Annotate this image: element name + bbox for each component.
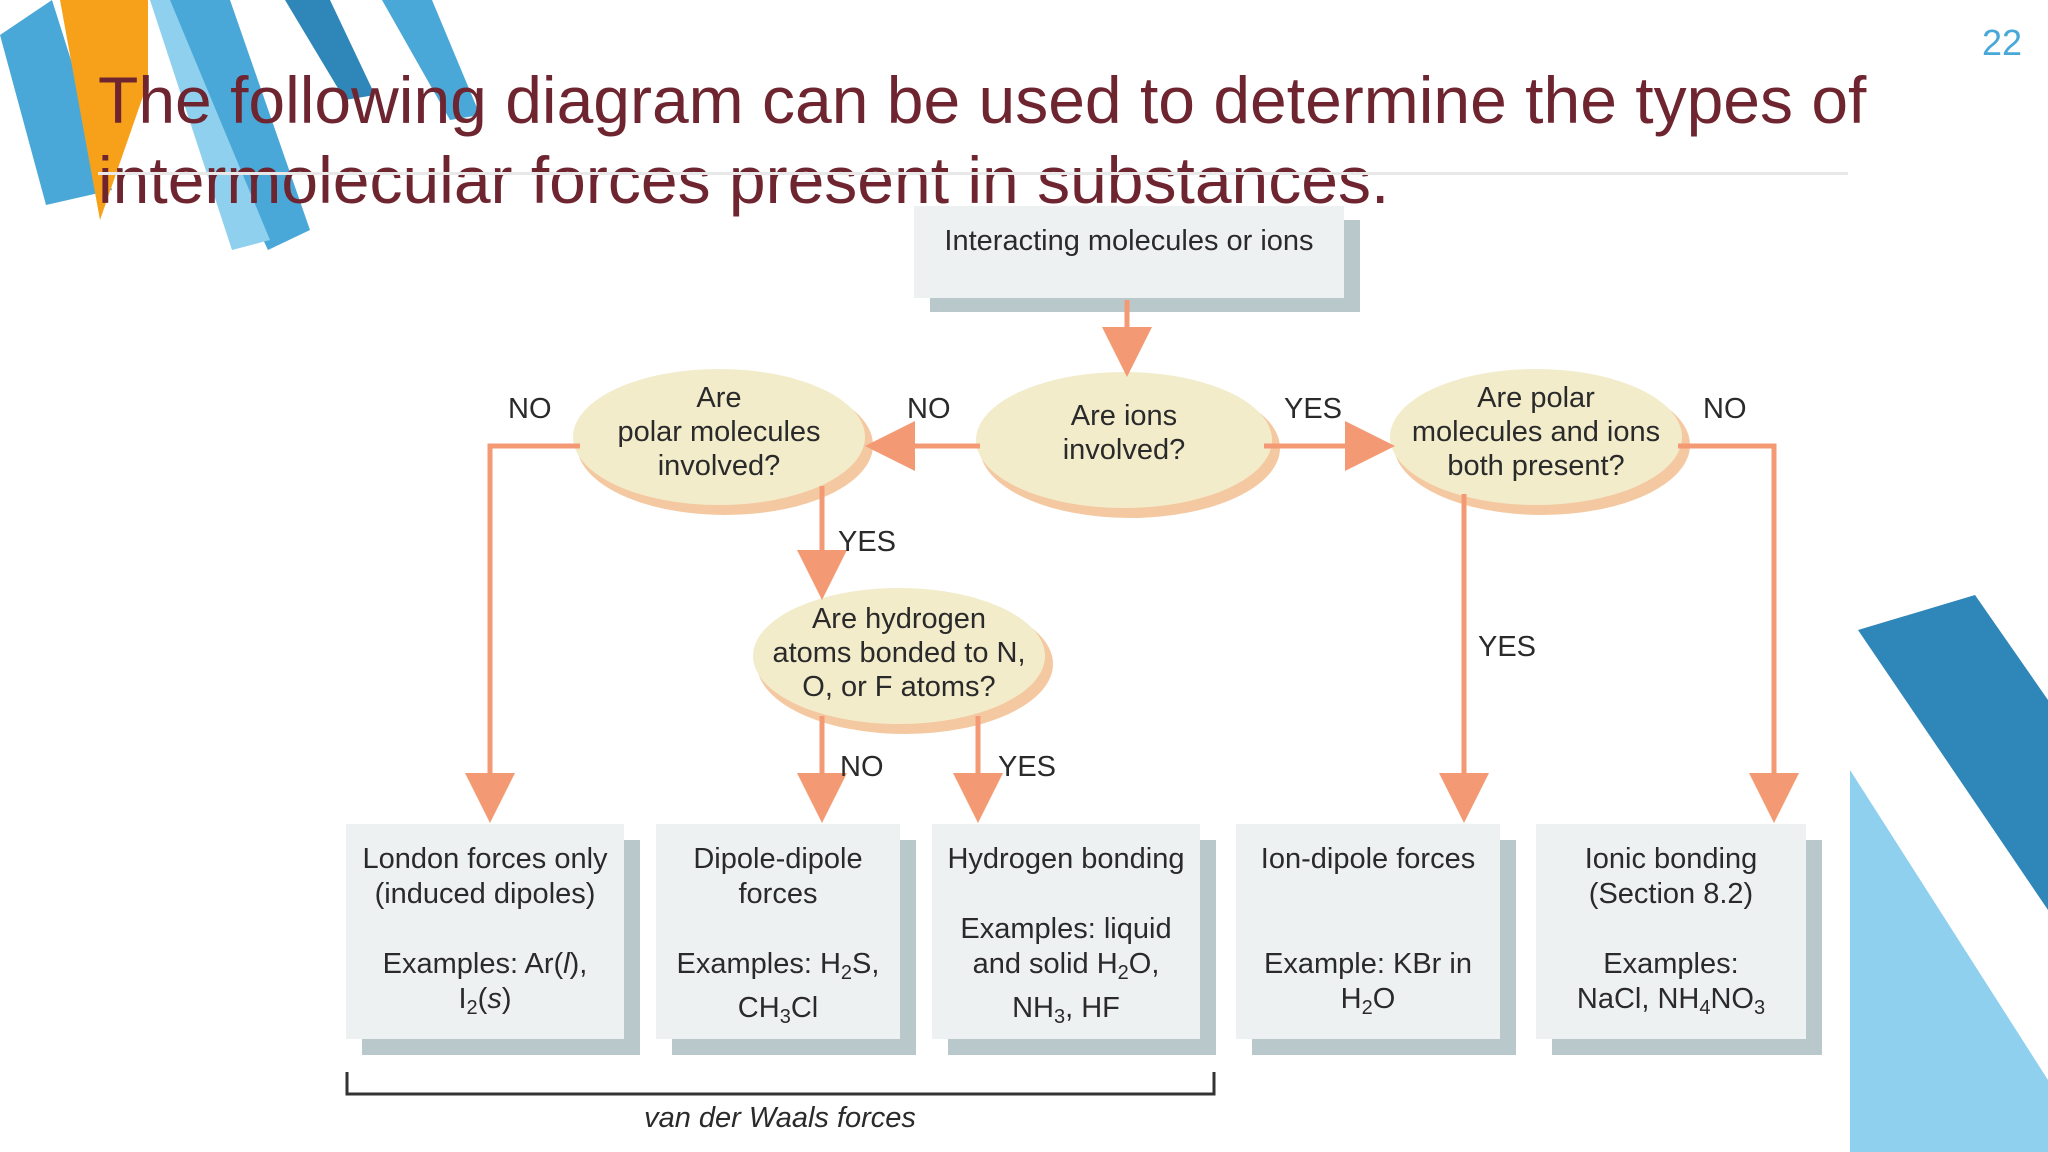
slide-title: The following diagram can be used to det… bbox=[98, 63, 1867, 217]
result-ionic: Ionic bonding (Section 8.2) Examples: Na… bbox=[1576, 843, 1766, 1019]
result-iondipole: Ion-dipole forces Example: KBr in H2O bbox=[1260, 843, 1476, 1019]
result-dipole: Dipole-dipole forces Examples: H2S, CH3C… bbox=[676, 843, 880, 1028]
vdw-bracket bbox=[345, 1072, 1216, 1096]
both-ellipse bbox=[1390, 369, 1682, 505]
flow-arrows bbox=[465, 300, 1799, 823]
arrow-polar-no-to-london bbox=[465, 443, 580, 823]
label-polar-yes: YES bbox=[838, 526, 897, 558]
hydrogen-ellipse bbox=[753, 588, 1045, 724]
arrow-both-no-to-ionic bbox=[1678, 443, 1799, 823]
label-both-yes: YES bbox=[1478, 631, 1537, 663]
dipole-box bbox=[656, 824, 900, 1039]
page-number: 22 bbox=[1981, 22, 2022, 63]
title-divider bbox=[98, 172, 1848, 175]
hbond-box bbox=[932, 824, 1200, 1039]
result-hbond: Hydrogen bonding Examples: liquid and so… bbox=[947, 843, 1185, 1028]
vdw-label: van der Waals forces bbox=[644, 1102, 916, 1134]
polar-ellipse bbox=[573, 369, 865, 505]
result-london: London forces only (induced dipoles) Exa… bbox=[362, 843, 608, 1019]
iondipole-box bbox=[1236, 824, 1500, 1039]
bottom-right-stripes bbox=[1850, 595, 2048, 1152]
ions-ellipse bbox=[976, 372, 1272, 508]
label-polar-no: NO bbox=[508, 393, 552, 425]
london-box bbox=[346, 824, 624, 1039]
start-label: Interacting molecules or ions bbox=[944, 225, 1314, 257]
top-left-stripes bbox=[0, 0, 480, 250]
label-hydrogen-yes: YES bbox=[998, 751, 1057, 783]
start-box bbox=[914, 206, 1344, 298]
ionic-box bbox=[1536, 824, 1806, 1039]
label-both-no: NO bbox=[1703, 393, 1747, 425]
label-ions-yes: YES bbox=[1284, 393, 1343, 425]
label-ions-no: NO bbox=[907, 393, 951, 425]
label-hydrogen-no: NO bbox=[840, 751, 884, 783]
